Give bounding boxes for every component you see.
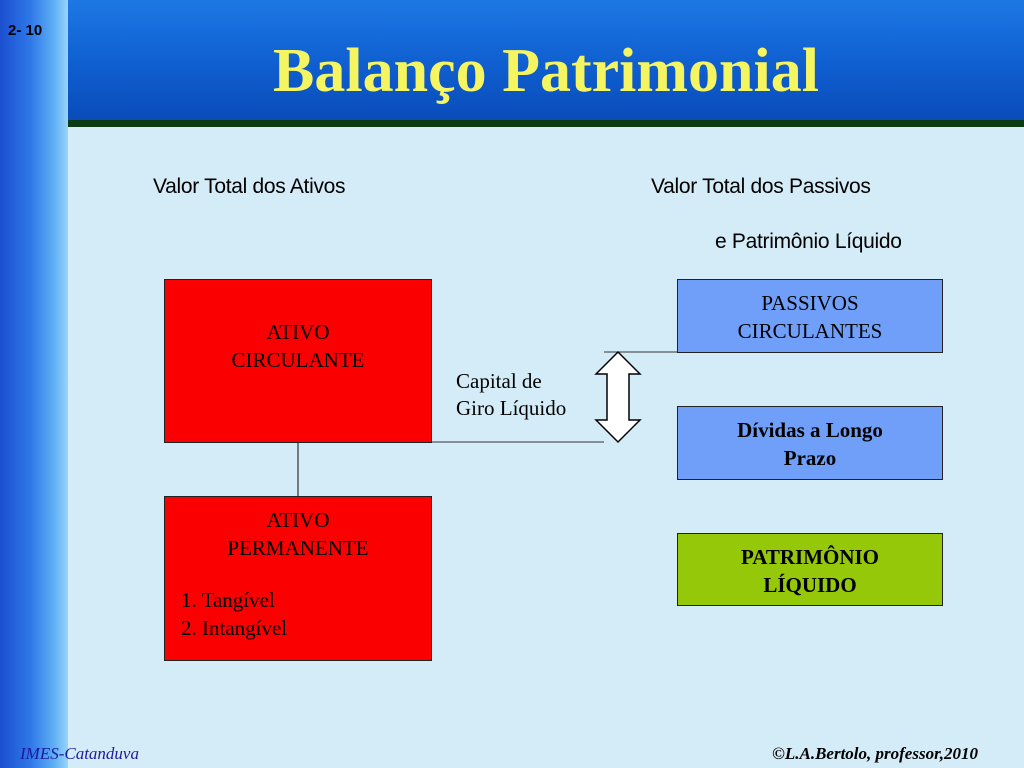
footer-copyright: ©L.A.Bertolo, professor,2010 [772,744,978,763]
left-accent-bar [0,0,68,768]
ativo-permanente-list: 1. Tangível 2. Intangível [165,586,431,642]
patrimonio-liquido-box: PATRIMÔNIO LÍQUIDO [677,533,943,606]
footer-institution: IMES-Catanduva [20,744,139,763]
equity-total-label: e Patrimônio Líquido [715,230,902,253]
assets-total-label: Valor Total dos Ativos [153,175,346,198]
dividas-longo-prazo-line1: Dívidas a Longo [737,418,883,442]
dividas-longo-prazo-line2: Prazo [783,446,837,470]
ativo-permanente-box: ATIVO PERMANENTE 1. Tangível 2. Intangív… [164,496,432,661]
working-capital-label: Capital de Giro Líquido [456,368,566,422]
liabilities-total-label: Valor Total dos Passivos [651,175,871,198]
patrimonio-liquido-line1: PATRIMÔNIO [740,545,880,569]
slide-number: 2- 10 [8,22,43,39]
title-underline [68,120,1024,127]
working-capital-line1: Capital de [456,369,542,393]
list-item: 2. Intangível [181,616,288,640]
ativo-circulante-line2: CIRCULANTE [231,348,365,372]
ativo-circulante-line1: ATIVO [266,320,330,344]
passivos-circulantes-box: PASSIVOS CIRCULANTES [677,279,943,353]
title-bar [68,0,1024,120]
passivos-circulantes-line2: CIRCULANTES [737,319,883,343]
patrimonio-liquido-line2: LÍQUIDO [763,573,857,597]
ativo-permanente-line1: ATIVO [266,508,330,532]
list-item: 1. Tangível [181,588,275,612]
dividas-longo-prazo-box: Dívidas a Longo Prazo [677,406,943,480]
passivos-circulantes-line1: PASSIVOS [761,291,859,315]
ativo-permanente-line2: PERMANENTE [227,536,369,560]
slide-title: Balanço Patrimonial [273,37,819,105]
double-arrow-icon [594,350,642,444]
working-capital-line2: Giro Líquido [456,396,567,420]
ativo-circulante-box: ATIVO CIRCULANTE [164,279,432,443]
